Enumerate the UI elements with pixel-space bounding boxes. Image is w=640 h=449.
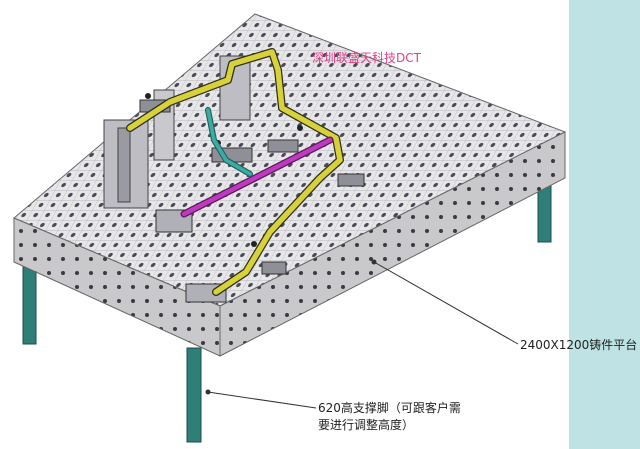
legs-callout-line	[207, 391, 317, 409]
legs-label-line1: 620高支撑脚（可跟客户需	[318, 401, 461, 415]
watermark-text: 深圳联盛天科技DCT	[312, 51, 421, 65]
side-strip	[569, 0, 640, 449]
leg-front-right	[186, 347, 202, 443]
legs-label-line2: 要进行调整高度）	[318, 418, 415, 432]
platform-label: 2400X1200铸件平台	[520, 338, 638, 352]
casting-platform	[13, 13, 567, 357]
platform-callout-line	[373, 261, 519, 345]
pipe-workpiece	[126, 48, 344, 296]
clamp-2	[267, 139, 299, 153]
clamp-3	[337, 173, 365, 187]
legs-label: 620高支撑脚（可跟客户需 要进行调整高度）	[318, 400, 461, 434]
platform-right-face	[219, 131, 566, 357]
callouts	[205, 259, 519, 409]
clamp-4	[261, 261, 287, 275]
leg-front-left	[22, 261, 37, 345]
